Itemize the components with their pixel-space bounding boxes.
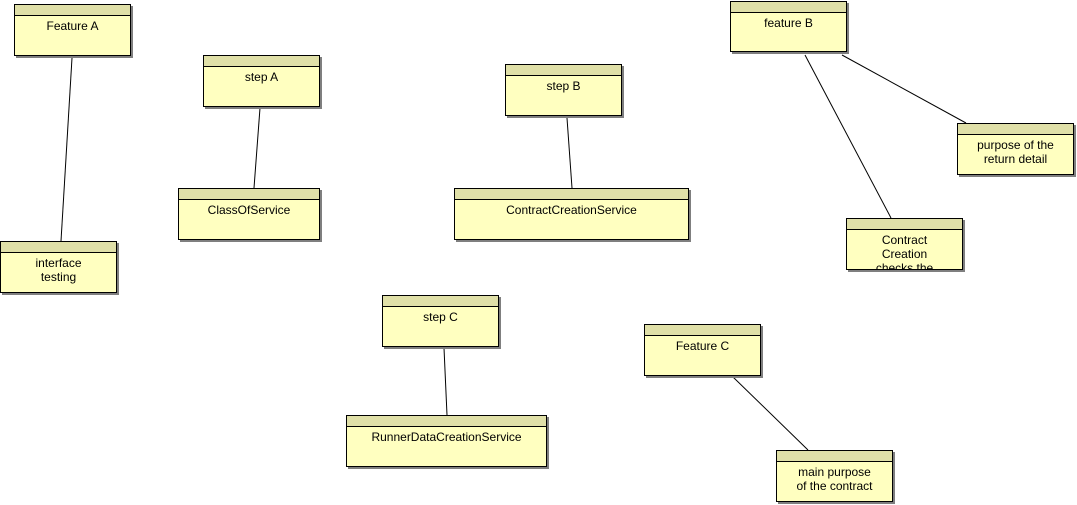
connector-feature-a-interface-testing [60, 57, 73, 242]
node-header [777, 451, 892, 462]
node-label: purpose of the return detail [977, 138, 1054, 166]
node-header [204, 56, 319, 67]
connector-step-b-contract-creation-service [566, 117, 573, 189]
node-step-c[interactable]: step C [382, 295, 499, 347]
node-label: Feature C [675, 339, 730, 353]
node-label: RunnerDataCreationService [371, 430, 522, 444]
node-purpose-return-detail[interactable]: purpose of the return detail [957, 123, 1074, 175]
node-label: ContractCreationService [506, 203, 637, 217]
node-label: feature B [764, 16, 813, 30]
node-header [731, 2, 846, 13]
node-label: step C [423, 310, 458, 324]
node-label: interface testing [35, 256, 82, 284]
node-contract-creation-service[interactable]: ContractCreationService [454, 188, 689, 240]
node-header [455, 189, 688, 200]
node-label: ClassOfService [207, 203, 291, 217]
node-header [645, 325, 760, 336]
node-label: step B [546, 79, 581, 93]
node-header [383, 296, 498, 307]
connector-feature-b-purpose-return-detail [841, 54, 967, 124]
node-label: main purpose of the contract [796, 465, 873, 493]
node-step-a[interactable]: step A [203, 55, 320, 107]
node-interface-testing[interactable]: interface testing [0, 241, 117, 293]
node-feature-c[interactable]: Feature C [644, 324, 761, 376]
node-runner-data-creation-service[interactable]: RunnerDataCreationService [346, 415, 547, 467]
node-header [347, 416, 546, 427]
connector-feature-c-main-purpose-contract [732, 376, 809, 451]
node-header [1, 242, 116, 253]
node-header [847, 219, 962, 230]
connector-feature-b-contract-creation [804, 54, 892, 219]
node-header [506, 65, 621, 76]
node-label: Feature A [46, 19, 99, 33]
node-label: Contract Creation checks the [875, 233, 934, 270]
node-header [179, 189, 319, 200]
connector-step-a-class-of-service [253, 107, 261, 189]
node-header [958, 124, 1073, 135]
node-class-of-service[interactable]: ClassOfService [178, 188, 320, 240]
node-feature-a[interactable]: Feature A [14, 4, 131, 56]
node-header [15, 5, 130, 16]
node-label: step A [244, 70, 279, 84]
node-main-purpose-contract[interactable]: main purpose of the contract [776, 450, 893, 502]
connector-step-c-runner-data-creation-service [443, 347, 448, 416]
node-step-b[interactable]: step B [505, 64, 622, 116]
node-contract-creation-checks[interactable]: Contract Creation checks the [846, 218, 963, 270]
node-feature-b[interactable]: feature B [730, 1, 847, 52]
